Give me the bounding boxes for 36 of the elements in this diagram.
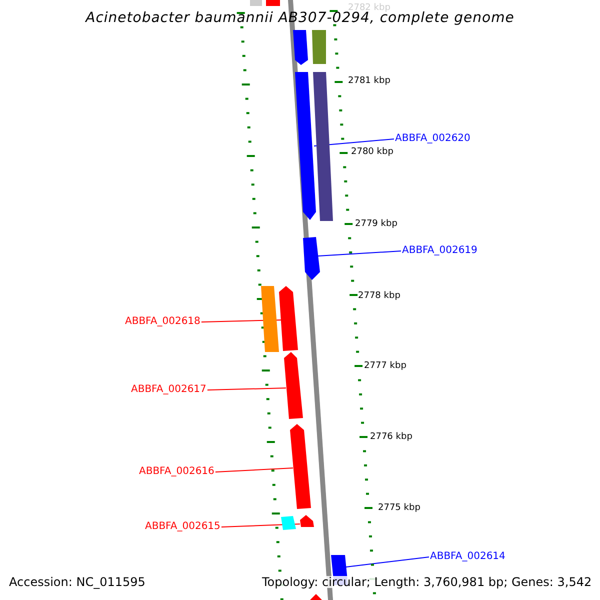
gene-label: ABBFA_002619	[402, 246, 478, 256]
leader-line	[214, 468, 294, 472]
scale-label: 2776 kbp	[370, 433, 412, 442]
gene-bar	[261, 286, 279, 352]
gene-label: ABBFA_002615	[145, 522, 220, 532]
gene-label: ABBFA_002616	[139, 467, 214, 477]
gene-label: ABBFA_002617	[131, 385, 206, 395]
leader-line	[318, 250, 402, 256]
gene-bar	[250, 0, 262, 6]
gene-bar	[279, 286, 298, 351]
leader-line	[220, 524, 300, 528]
genome-info-text: Topology: circular; Length: 3,760,981 bp; Genes: 3,542	[262, 576, 592, 588]
gene-label: ABBFA_002618	[125, 317, 200, 327]
scale-label: 2777 kbp	[364, 362, 406, 371]
gene-label: ABBFA_002614	[430, 552, 506, 562]
gene-bar	[290, 424, 311, 509]
scale-label: 2780 kbp	[351, 148, 394, 157]
gene-bar	[300, 515, 314, 527]
gene-bar	[303, 237, 320, 280]
gene-bar	[312, 30, 326, 64]
leader-line	[206, 388, 286, 390]
scale-label: 2775 kbp	[378, 504, 420, 513]
gene-bar	[281, 516, 296, 530]
accession-text: Accession: NC_011595	[9, 576, 146, 588]
gene-bar	[295, 72, 316, 220]
scale-label: 2778 kbp	[358, 292, 400, 301]
gene-bar	[293, 30, 308, 65]
gene-bar	[266, 0, 280, 6]
scale-label: 2779 kbp	[355, 220, 398, 229]
gene-bar	[284, 352, 303, 419]
gene-label: ABBFA_002620	[395, 134, 470, 144]
scale-label: 2781 kbp	[348, 77, 390, 86]
gene-bar	[310, 594, 322, 600]
leader-line	[346, 556, 430, 568]
gene-bar	[313, 72, 333, 221]
map-title: Acinetobacter baumannii AB307-0294, complete genome	[84, 11, 516, 25]
